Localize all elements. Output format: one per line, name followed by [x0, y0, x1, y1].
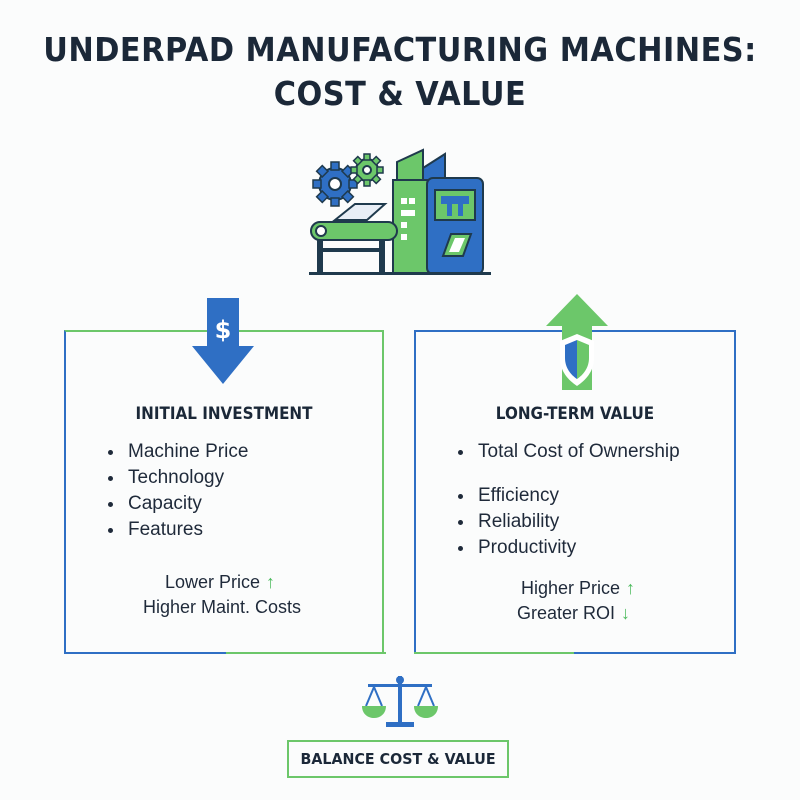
balance-scale-icon	[362, 676, 438, 727]
page-title: UNDERPAD MANUFACTURING MACHINES: COST & …	[32, 28, 768, 116]
initial-investment-panel	[64, 330, 386, 654]
greater-roi-label: Greater ROI	[517, 603, 616, 623]
shield-up-arrow-icon	[546, 294, 608, 390]
list-item: Efficiency	[458, 483, 576, 509]
page-title-line1: UNDERPAD MANUFACTURING MACHINES:	[43, 30, 757, 69]
long-term-value-list: Efficiency Reliability Productivity	[458, 483, 576, 561]
list-item: Machine Price	[108, 439, 248, 465]
manufacturing-machine-icon	[309, 148, 491, 275]
higher-price-note: Higher Price↑	[521, 578, 635, 599]
arrow-up-icon: ↑	[266, 572, 276, 592]
balance-cost-value-label: BALANCE COST & VALUE	[300, 750, 496, 768]
long-term-value-list-top: Total Cost of Ownership	[458, 439, 680, 465]
list-item: Reliability	[458, 509, 576, 535]
initial-investment-list: Machine Price Technology Capacity Featur…	[108, 439, 248, 543]
arrow-up-icon: ↑	[626, 578, 636, 598]
svg-text:$: $	[215, 316, 232, 344]
lower-price-label: Lower Price	[165, 572, 261, 592]
balance-cost-value-button[interactable]: BALANCE COST & VALUE	[287, 740, 509, 778]
greater-roi-note: Greater ROI↓	[517, 603, 630, 624]
long-term-value-heading: LONG-TERM VALUE	[495, 404, 655, 423]
list-item: Technology	[108, 465, 248, 491]
lower-price-note: Lower Price↑	[165, 572, 275, 593]
list-item: Total Cost of Ownership	[458, 439, 680, 465]
initial-investment-heading: INITIAL INVESTMENT	[135, 404, 313, 423]
list-item: Productivity	[458, 535, 576, 561]
arrow-down-icon: ↓	[621, 603, 631, 623]
higher-price-label: Higher Price	[521, 578, 621, 598]
list-item: Features	[108, 517, 248, 543]
dollar-down-arrow-icon: $	[192, 298, 254, 384]
page-title-line2: COST & VALUE	[273, 74, 527, 113]
list-item: Capacity	[108, 491, 248, 517]
higher-maint-costs-note: Higher Maint. Costs	[143, 597, 302, 617]
